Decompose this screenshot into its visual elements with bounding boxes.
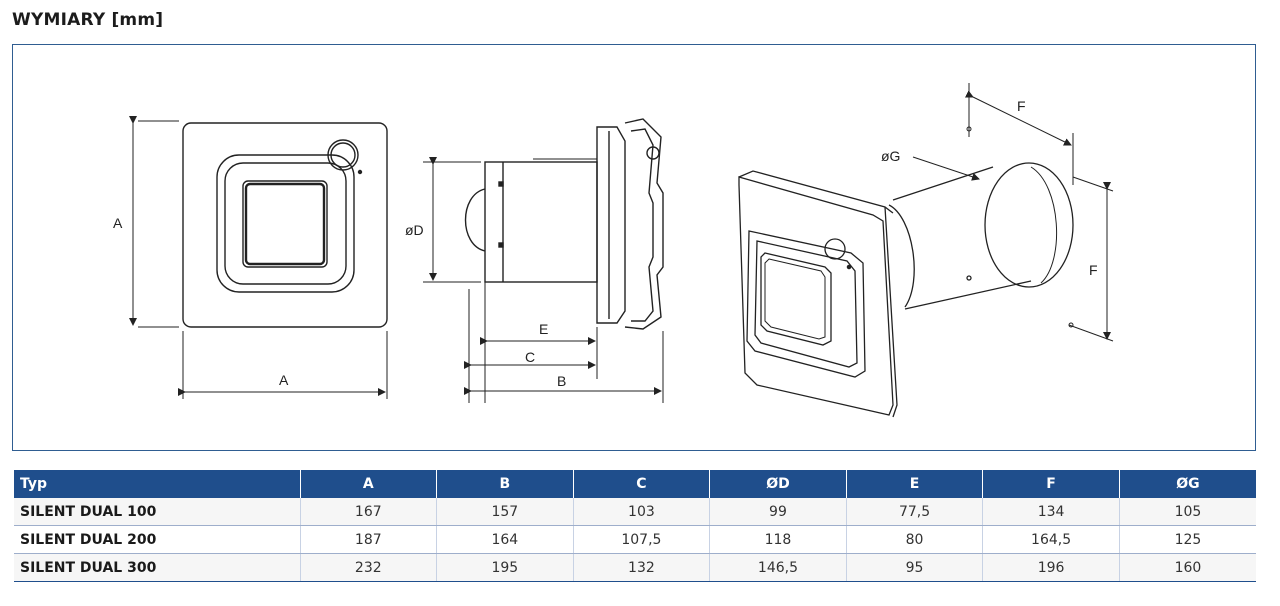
table-cell: 196 [982,553,1120,582]
dimension-label-c: C [525,349,535,365]
dimension-label-f-top: F [1017,98,1026,114]
front-view [182,122,388,328]
row-model-name: SILENT DUAL 200 [14,525,301,554]
table-cell: 132 [573,553,711,582]
table-row: SILENT DUAL 200 187 164 107,5 118 80 164… [14,525,1256,554]
column-header-e: E [846,470,984,498]
column-header-a: A [300,470,438,498]
column-header-d: ØD [709,470,847,498]
table-cell: 80 [846,525,984,554]
table-cell: 77,5 [846,498,984,526]
table-cell: 167 [300,498,438,526]
dimension-label-g: øG [881,148,900,164]
dimension-label-f-side: F [1089,262,1098,278]
page-title: WYMIARY [mm] [12,10,164,30]
side-view [464,118,664,330]
column-header-f: F [982,470,1120,498]
dimension-drawing-frame: A A [12,44,1256,451]
table-cell: 187 [300,525,438,554]
column-header-b: B [436,470,574,498]
table-cell: 125 [1119,525,1256,554]
table-cell: 164,5 [982,525,1120,554]
column-header-type: Typ [14,470,301,498]
table-cell: 105 [1119,498,1256,526]
isometric-dimensions [912,83,1114,342]
table-cell: 146,5 [709,553,847,582]
side-view-dimensions [423,157,664,403]
table-cell: 103 [573,498,711,526]
dimensions-table: Typ A B C ØD E F ØG SILENT DUAL 100 167 … [14,470,1256,582]
table-cell: 95 [846,553,984,582]
dimension-label-b: B [557,373,566,389]
technical-drawing: A A [113,83,1114,418]
isometric-view [738,162,1074,418]
dimension-label-d: øD [405,222,424,238]
table-cell: 160 [1119,553,1256,582]
table-cell: 107,5 [573,525,711,554]
table-cell: 134 [982,498,1120,526]
dimension-label-a-vertical: A [113,215,123,231]
table-cell: 232 [300,553,438,582]
dimension-label-a-horizontal: A [279,372,289,388]
table-cell: 157 [436,498,574,526]
column-header-c: C [573,470,711,498]
dimension-label-e: E [539,321,548,337]
table-cell: 164 [436,525,574,554]
table-header-row: Typ A B C ØD E F ØG [14,470,1256,498]
table-row: SILENT DUAL 100 167 157 103 99 77,5 134 … [14,498,1256,526]
table-cell: 195 [436,553,574,582]
row-model-name: SILENT DUAL 100 [14,498,301,526]
table-row: SILENT DUAL 300 232 195 132 146,5 95 196… [14,553,1256,582]
front-view-dimensions [129,116,388,399]
row-model-name: SILENT DUAL 300 [14,553,301,582]
table-cell: 99 [709,498,847,526]
column-header-g: ØG [1119,470,1256,498]
table-cell: 118 [709,525,847,554]
